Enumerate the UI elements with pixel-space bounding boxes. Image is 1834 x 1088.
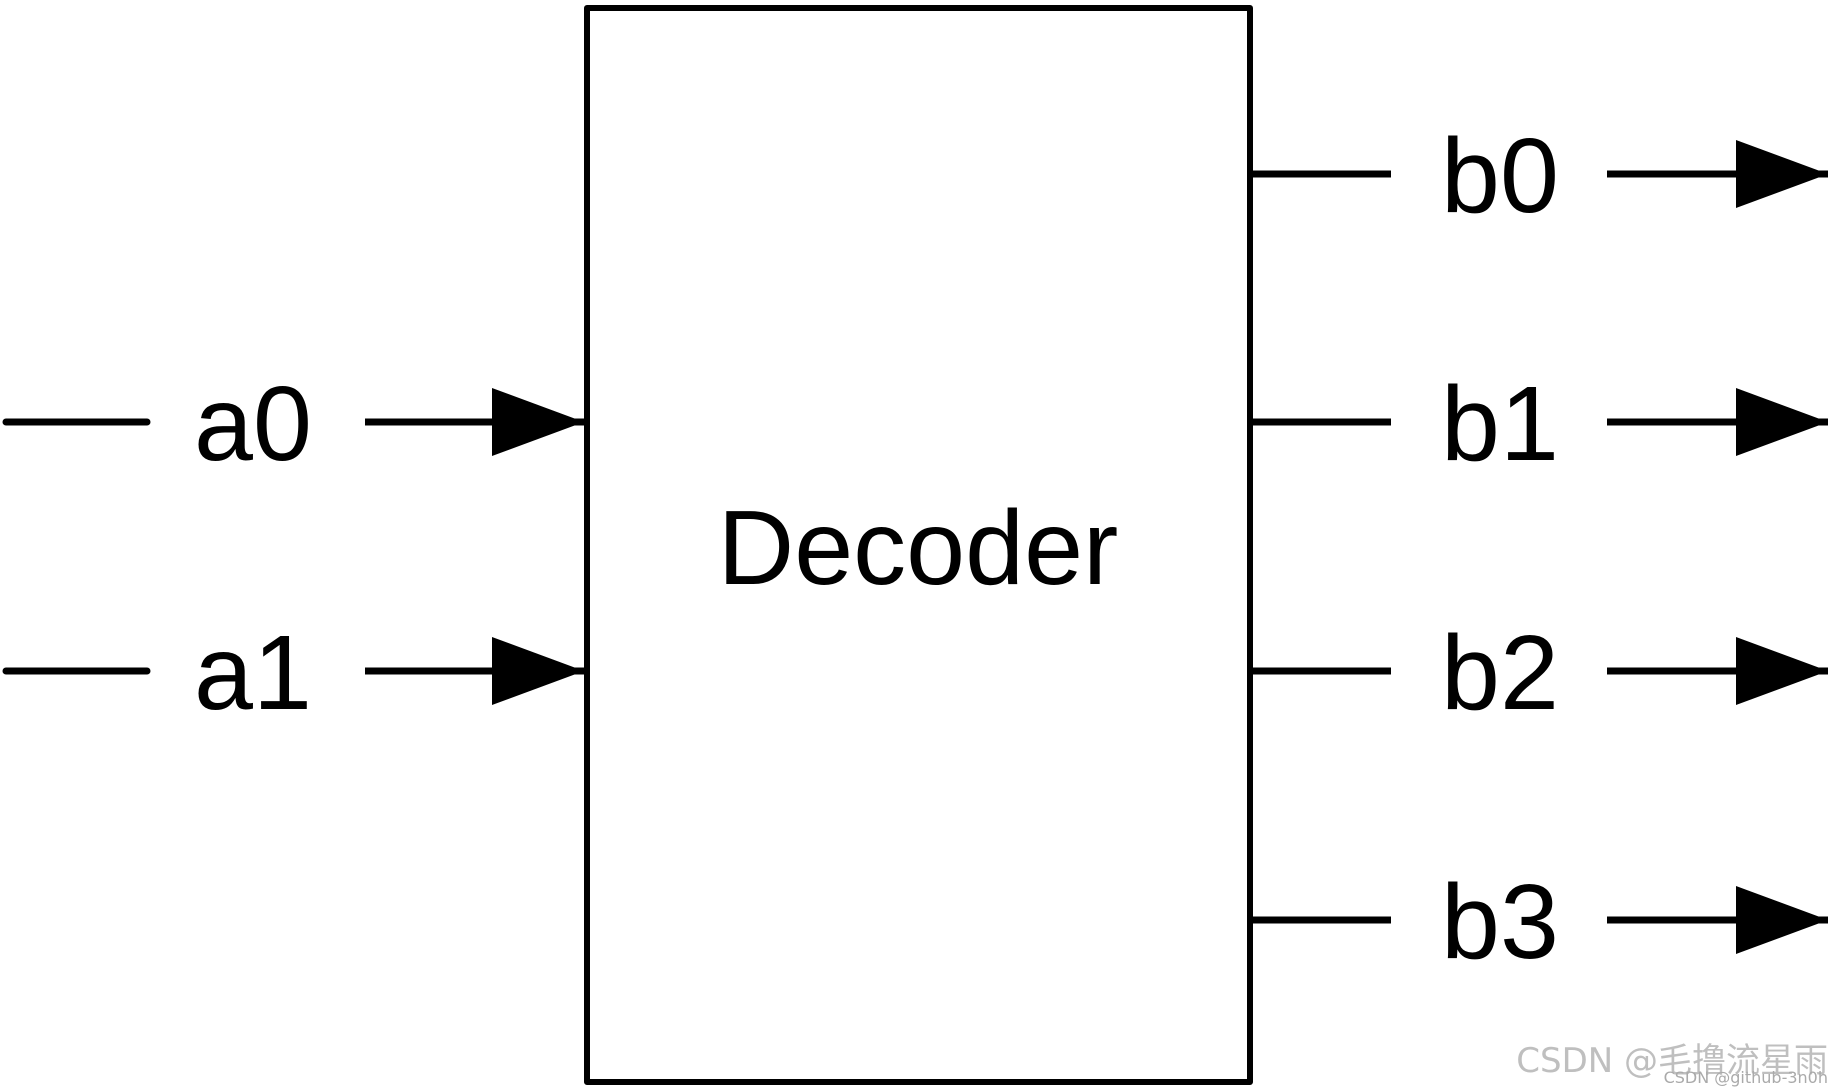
decoder-block bbox=[584, 5, 1253, 1085]
output-b3: b3 bbox=[1253, 863, 1828, 981]
watermark-text: CSDN @毛撸流星雨 bbox=[1516, 1041, 1828, 1081]
input-a0-label: a0 bbox=[194, 365, 312, 483]
output-b1: b1 bbox=[1253, 365, 1828, 483]
output-b1-label: b1 bbox=[1441, 365, 1559, 483]
input-a1: a1 bbox=[2, 614, 584, 732]
output-b0: b0 bbox=[1253, 117, 1828, 235]
decoder-label: Decoder bbox=[718, 489, 1119, 607]
watermark-subtext: CSDN @github-3n0h bbox=[1664, 1068, 1828, 1087]
output-b2: b2 bbox=[1253, 614, 1828, 732]
output-b2-label: b2 bbox=[1441, 614, 1559, 732]
output-b3-label: b3 bbox=[1441, 863, 1559, 981]
output-b0-label: b0 bbox=[1441, 117, 1559, 235]
input-a0: a0 bbox=[2, 365, 584, 483]
input-a1-label: a1 bbox=[194, 614, 312, 732]
